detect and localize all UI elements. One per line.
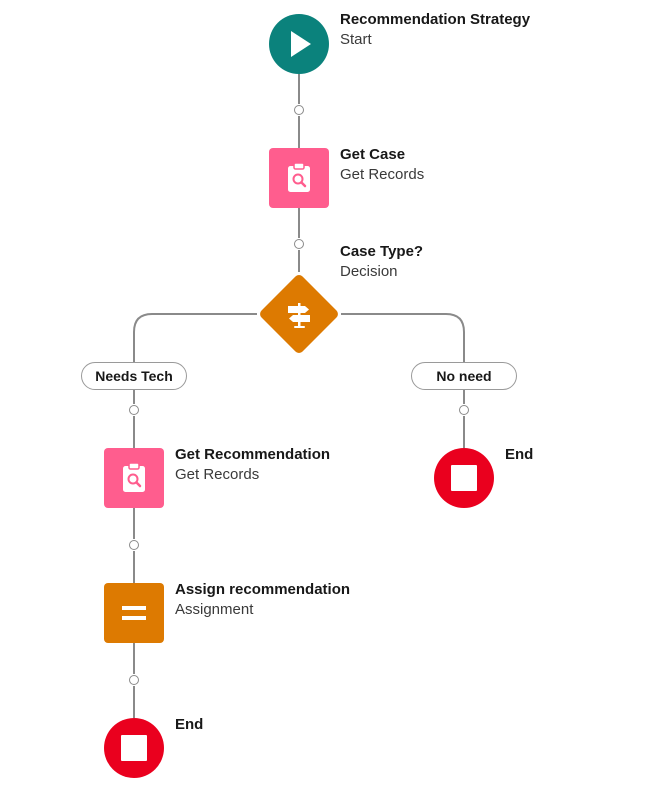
node-subtitle: Start	[340, 31, 372, 48]
get-case-label: Get Case Get Records	[340, 145, 424, 185]
get-recommendation-label: Get Recommendation Get Records	[175, 445, 330, 485]
add-element-connector[interactable]	[459, 405, 469, 415]
node-subtitle: Decision	[340, 263, 398, 280]
decision-label: Case Type? Decision	[340, 242, 423, 282]
start-node[interactable]	[269, 14, 329, 74]
connector-lines	[133, 74, 465, 718]
clipboard-search-icon	[288, 162, 310, 192]
clipboard-search-icon	[123, 462, 145, 492]
assign-recommendation-label: Assign recommendation Assignment	[175, 580, 350, 620]
branch-label-no-need[interactable]: No need	[411, 362, 517, 390]
add-element-connector[interactable]	[294, 105, 304, 115]
add-element-connector[interactable]	[294, 239, 304, 249]
add-element-connector[interactable]	[129, 540, 139, 550]
branch-line-left	[133, 313, 257, 362]
equals-icon	[122, 606, 146, 620]
node-title: Recommendation Strategy	[340, 11, 531, 28]
node-subtitle: Get Records	[175, 466, 260, 483]
stop-icon	[121, 735, 147, 761]
get-recommendation-node[interactable]	[104, 448, 164, 508]
node-title: Case Type?	[340, 243, 424, 260]
add-element-connector[interactable]	[129, 675, 139, 685]
start-node-label: Recommendation Strategy Start	[340, 10, 530, 50]
node-subtitle: Assignment	[175, 601, 254, 618]
add-element-connector[interactable]	[129, 405, 139, 415]
node-title: Get Case	[340, 146, 406, 163]
end-left-label: End	[175, 715, 203, 735]
node-title: End	[175, 716, 204, 733]
node-title: End	[505, 446, 534, 463]
assign-recommendation-node[interactable]	[104, 583, 164, 643]
play-icon	[291, 31, 311, 57]
get-case-node[interactable]	[269, 148, 329, 208]
branch-line-right	[341, 313, 465, 362]
end-right-label: End	[505, 445, 533, 465]
node-title: Get Recommendation	[175, 446, 331, 463]
branch-label-needs-tech[interactable]: Needs Tech	[81, 362, 187, 390]
node-title: Assign recommendation	[175, 581, 351, 598]
end-node-right[interactable]	[434, 448, 494, 508]
node-subtitle: Get Records	[340, 166, 425, 183]
end-node-left[interactable]	[104, 718, 164, 778]
stop-icon	[451, 465, 477, 491]
